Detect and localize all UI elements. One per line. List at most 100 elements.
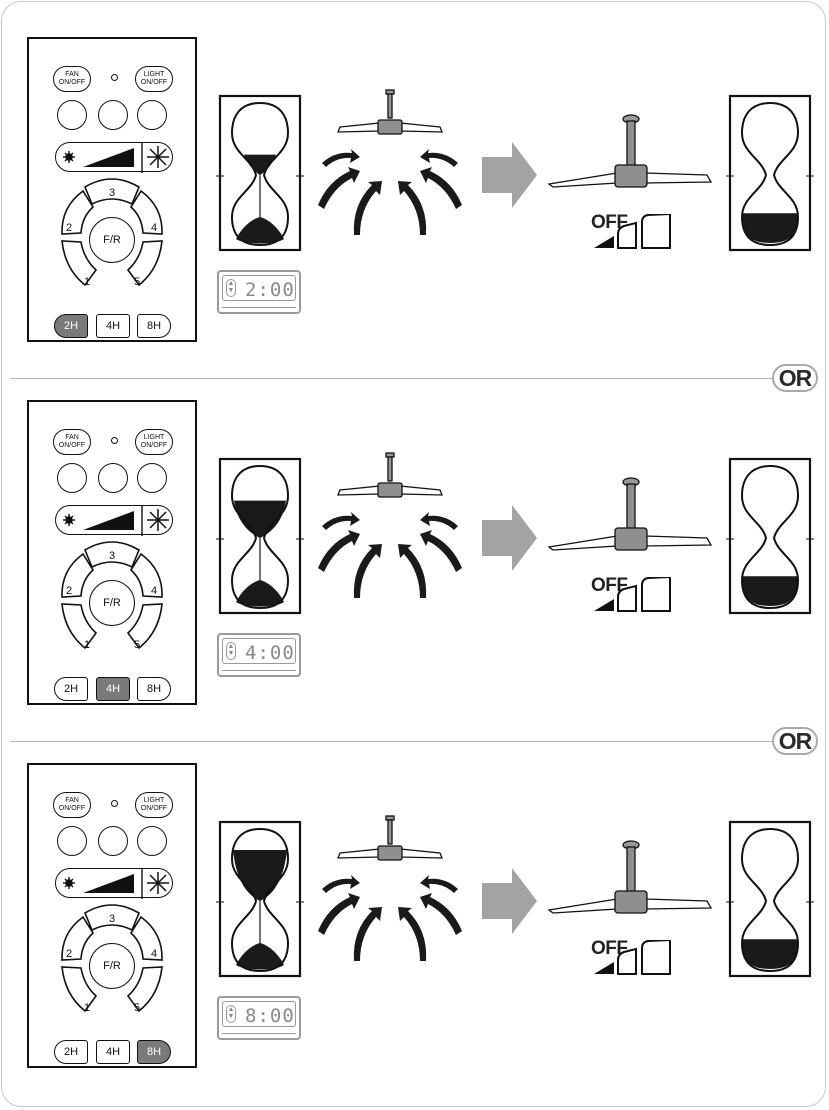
timer-panel-3: FAN ON/OFF LIGHT ON/OFF xyxy=(0,726,829,1096)
brightness-ramp-icon xyxy=(83,511,134,530)
speed-button-3[interactable]: 3 xyxy=(109,550,116,562)
fan-on-off-button[interactable]: FAN ON/OFF xyxy=(53,429,91,455)
dim-light-icon xyxy=(63,151,75,163)
light-dimmer-slider[interactable] xyxy=(55,868,173,899)
program-button-1[interactable] xyxy=(57,463,87,493)
or-badge-1: OR xyxy=(772,364,818,392)
brightness-ramp-icon xyxy=(83,874,134,893)
brightness-ramp-icon xyxy=(83,148,134,167)
fan-off-illustration xyxy=(547,114,713,188)
timer-4h-button[interactable]: 4H xyxy=(96,1040,130,1064)
fan-off-illustration xyxy=(547,477,713,551)
up-down-icon: ▲▼ xyxy=(226,1005,236,1023)
program-button-2[interactable] xyxy=(98,826,128,856)
speed-button-5[interactable]: 5 xyxy=(134,639,141,651)
timer-readout: 8:00 xyxy=(245,1005,295,1027)
speed-button-3[interactable]: 3 xyxy=(109,187,116,199)
bright-light-icon xyxy=(147,509,169,531)
program-button-3[interactable] xyxy=(137,463,167,493)
speed-button-1[interactable]: 1 xyxy=(84,639,91,651)
light-on-off-button[interactable]: LIGHT ON/OFF xyxy=(135,792,173,818)
timer-display: ▲▼ 4:00 xyxy=(217,633,301,677)
timer-2h-button[interactable]: 2H xyxy=(54,314,88,338)
speed-button-3[interactable]: 3 xyxy=(109,913,116,925)
timer-readout: 4:00 xyxy=(245,642,295,664)
off-label: OFF xyxy=(591,212,628,233)
indicator-led xyxy=(111,74,118,81)
timer-8h-button[interactable]: 8H xyxy=(137,314,171,338)
or-divider-1 xyxy=(10,378,810,379)
speed-button-4[interactable]: 4 xyxy=(151,585,158,597)
transition-arrow-icon xyxy=(482,505,537,571)
timer-4h-button[interactable]: 4H xyxy=(96,677,130,701)
dim-light-icon xyxy=(63,514,75,526)
fan-on-off-button[interactable]: FAN ON/OFF xyxy=(53,66,91,92)
fan-running-illustration xyxy=(318,815,462,961)
or-divider-2 xyxy=(10,741,810,742)
remote-control: FAN ON/OFF LIGHT ON/OFF xyxy=(27,400,197,705)
timer-display: ▲▼ 2:00 xyxy=(217,270,301,314)
speed-button-4[interactable]: 4 xyxy=(151,948,158,960)
program-button-3[interactable] xyxy=(137,100,167,130)
timer-2h-button[interactable]: 2H xyxy=(54,1040,88,1064)
speed-button-1[interactable]: 1 xyxy=(84,1002,91,1014)
speed-button-5[interactable]: 5 xyxy=(134,276,141,288)
transition-arrow-icon xyxy=(482,142,537,208)
speed-button-2[interactable]: 2 xyxy=(66,222,73,234)
timer-panel-1: FAN ON/OFF LIGHT ON/OFF xyxy=(0,0,829,370)
light-on-off-button[interactable]: LIGHT ON/OFF xyxy=(135,429,173,455)
hourglass-start xyxy=(216,457,304,615)
indicator-led xyxy=(111,437,118,444)
speed-button-1[interactable]: 1 xyxy=(84,276,91,288)
up-down-icon: ▲▼ xyxy=(226,642,236,660)
speed-button-2[interactable]: 2 xyxy=(66,948,73,960)
program-button-3[interactable] xyxy=(137,826,167,856)
speed-button-5[interactable]: 5 xyxy=(134,1002,141,1014)
timer-8h-button[interactable]: 8H xyxy=(137,677,171,701)
fan-on-off-button[interactable]: FAN ON/OFF xyxy=(53,792,91,818)
timer-readout: 2:00 xyxy=(245,279,295,301)
hourglass-end xyxy=(726,820,814,978)
forward-reverse-button[interactable]: F/R xyxy=(89,217,135,263)
up-down-icon: ▲▼ xyxy=(226,279,236,297)
off-label: OFF xyxy=(591,938,628,959)
bright-light-icon xyxy=(147,872,169,894)
speed-ring xyxy=(61,178,163,287)
timer-8h-button[interactable]: 8H xyxy=(137,1040,171,1064)
light-dimmer-slider[interactable] xyxy=(55,505,173,536)
fan-running-illustration xyxy=(318,89,462,235)
fan-off-illustration xyxy=(547,840,713,914)
speed-button-2[interactable]: 2 xyxy=(66,585,73,597)
remote-control: FAN ON/OFF LIGHT ON/OFF xyxy=(27,763,197,1068)
timer-2h-button[interactable]: 2H xyxy=(54,677,88,701)
speed-level-icon xyxy=(594,940,671,975)
off-label: OFF xyxy=(591,575,628,596)
program-button-2[interactable] xyxy=(98,100,128,130)
hourglass-start xyxy=(216,94,304,252)
speed-ring xyxy=(61,904,163,1013)
speed-level-icon xyxy=(594,214,671,249)
timer-display: ▲▼ 8:00 xyxy=(217,996,301,1040)
indicator-led xyxy=(111,800,118,807)
transition-arrow-icon xyxy=(482,868,537,934)
forward-reverse-button[interactable]: F/R xyxy=(89,943,135,989)
light-on-off-button[interactable]: LIGHT ON/OFF xyxy=(135,66,173,92)
hourglass-end xyxy=(726,94,814,252)
dim-light-icon xyxy=(63,877,75,889)
speed-button-4[interactable]: 4 xyxy=(151,222,158,234)
bright-light-icon xyxy=(147,146,169,168)
speed-ring xyxy=(61,541,163,650)
light-dimmer-slider[interactable] xyxy=(55,142,173,173)
forward-reverse-button[interactable]: F/R xyxy=(89,580,135,626)
program-button-1[interactable] xyxy=(57,826,87,856)
program-button-1[interactable] xyxy=(57,100,87,130)
speed-level-icon xyxy=(594,577,671,612)
timer-panel-2: FAN ON/OFF LIGHT ON/OFF xyxy=(0,363,829,733)
fan-running-illustration xyxy=(318,452,462,598)
hourglass-end xyxy=(726,457,814,615)
program-button-2[interactable] xyxy=(98,463,128,493)
hourglass-start xyxy=(216,820,304,978)
timer-4h-button[interactable]: 4H xyxy=(96,314,130,338)
or-badge-2: OR xyxy=(772,727,818,755)
